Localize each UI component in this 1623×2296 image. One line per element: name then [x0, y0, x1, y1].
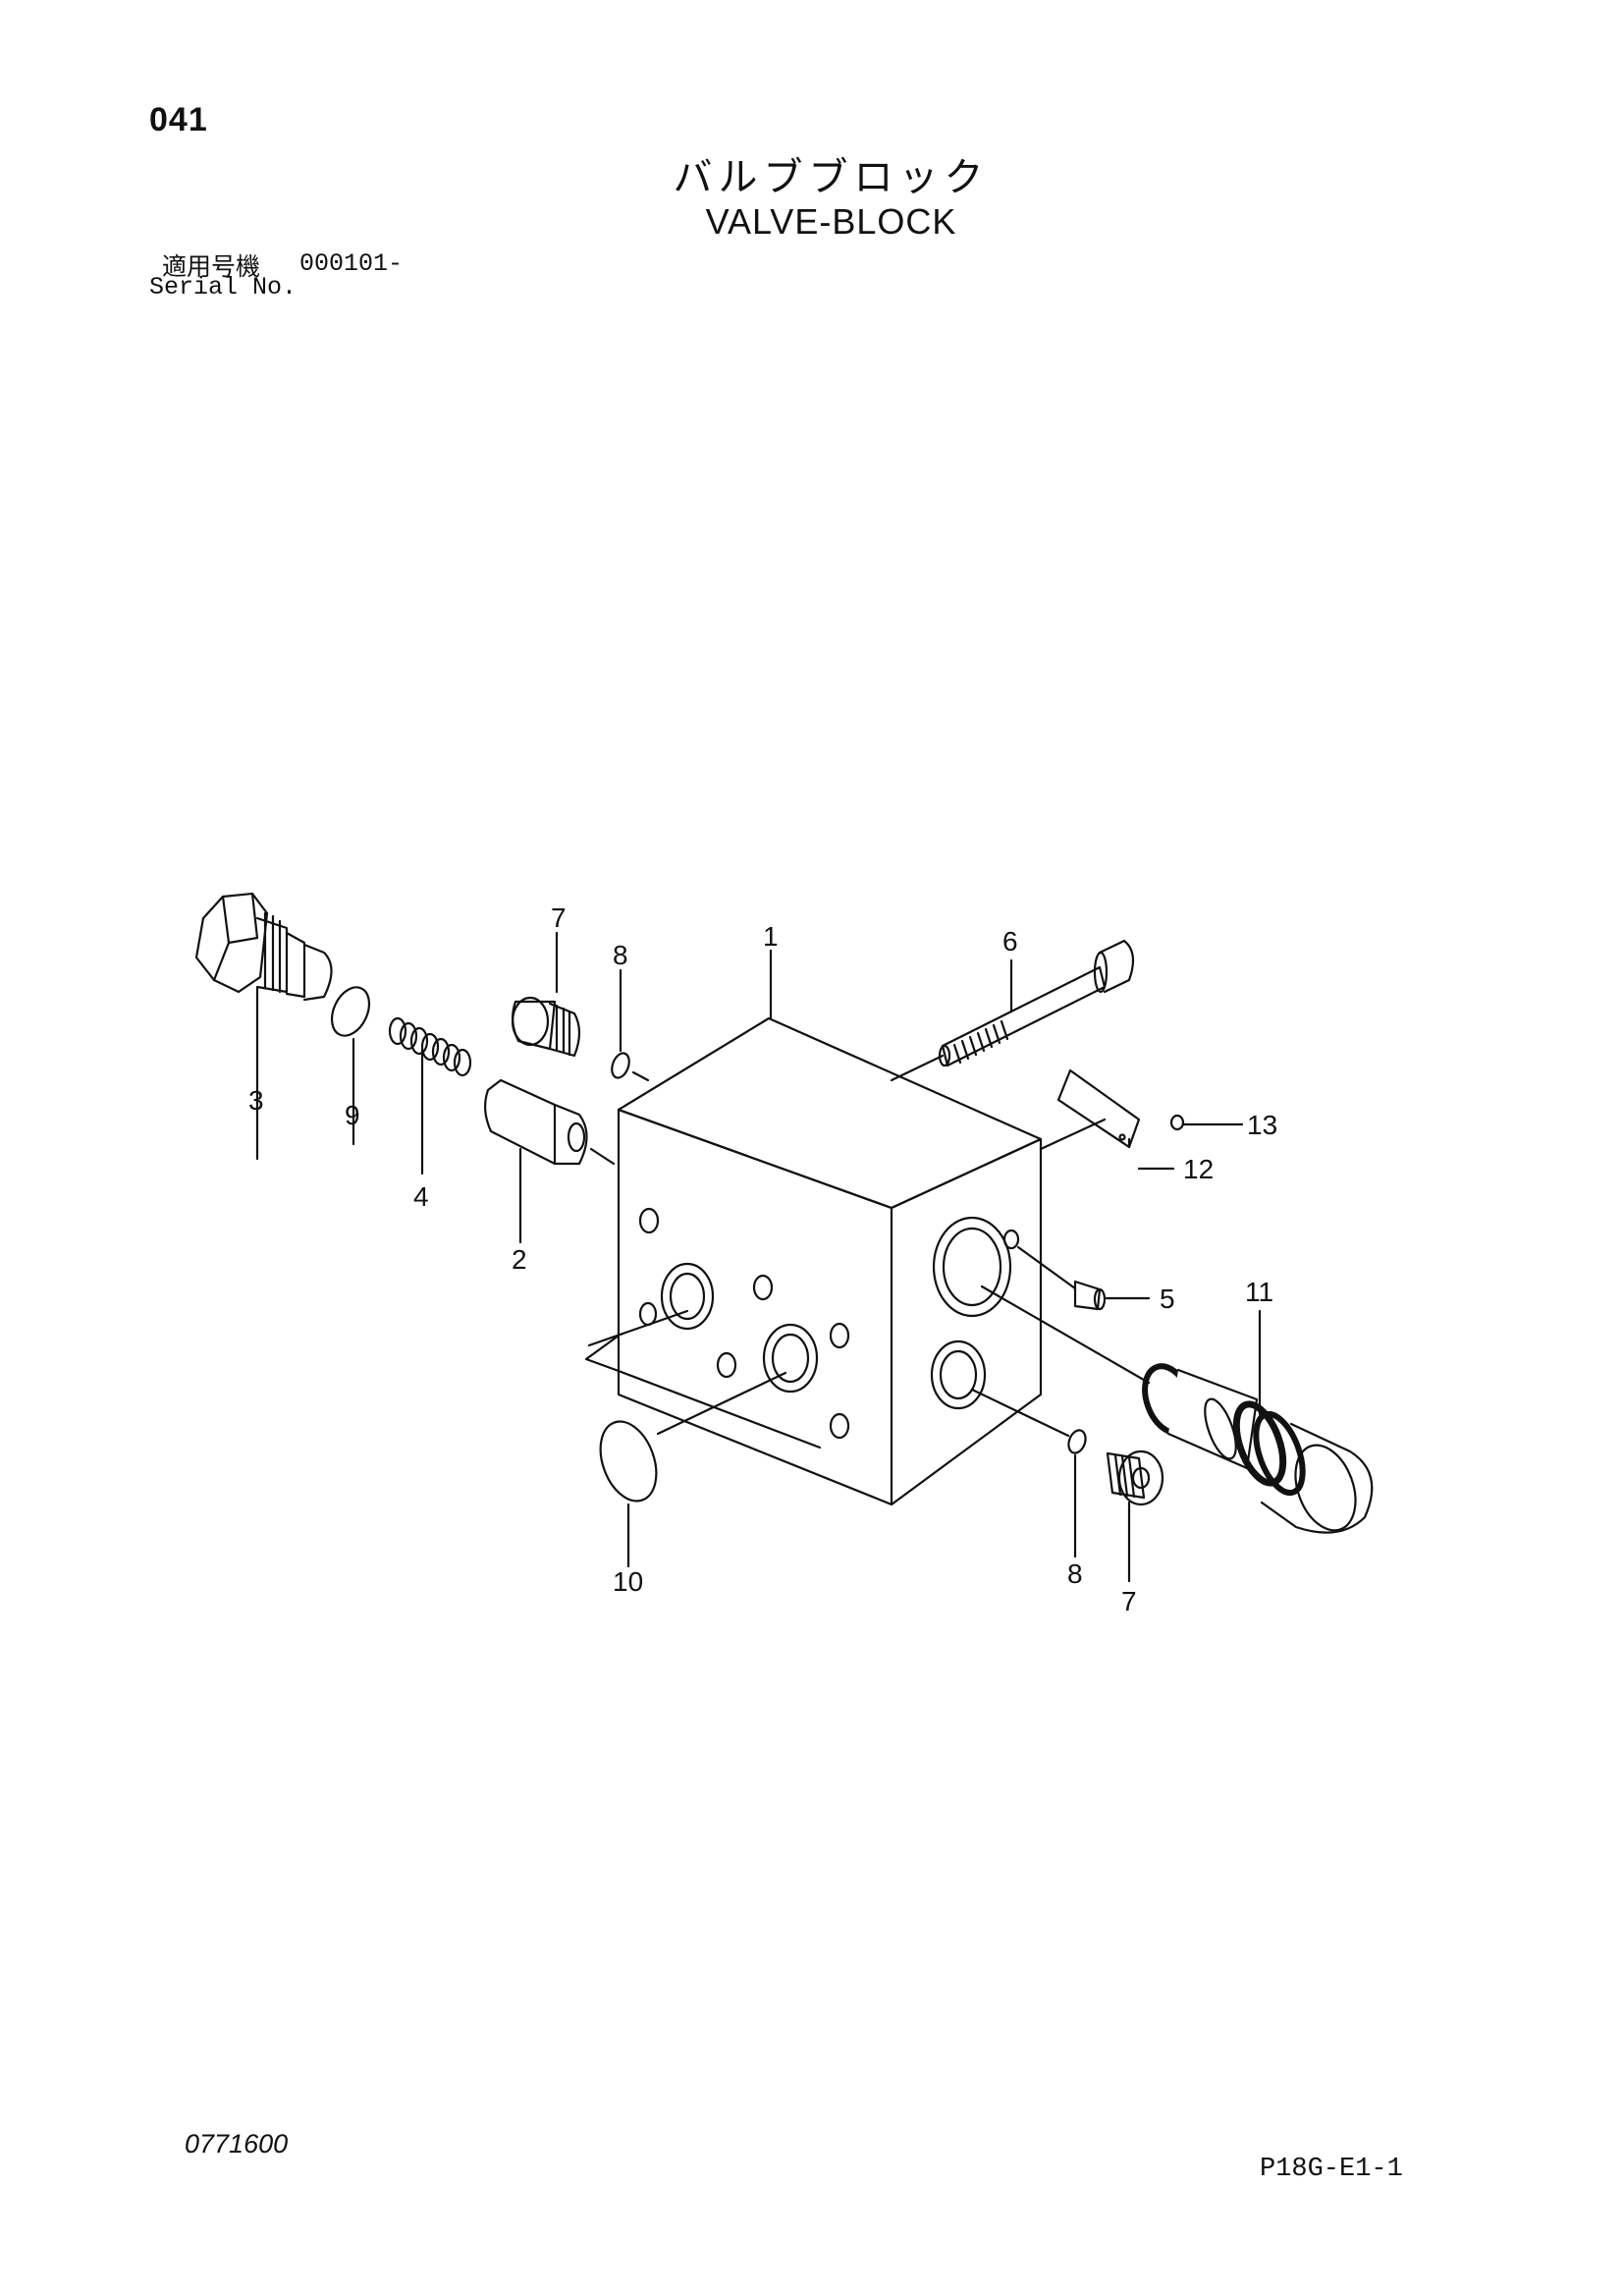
part-7-plug-top	[511, 931, 581, 1058]
part-13-screw	[1169, 1114, 1244, 1131]
part-7-plug-bottom	[1106, 1449, 1164, 1583]
sheet-code: P18G-E1-1	[1260, 2155, 1403, 2184]
callout-9: 9	[345, 1100, 360, 1130]
title-english: VALVE-BLOCK	[705, 201, 957, 242]
callout-7-top: 7	[551, 902, 567, 933]
callout-1: 1	[763, 921, 779, 952]
drawing-code: 0771600	[185, 2129, 289, 2159]
part-9-o-ring	[330, 986, 371, 1146]
part-4-spring	[388, 1016, 472, 1175]
serial-code: 000101-	[299, 249, 404, 278]
part-5-plug	[1016, 1245, 1151, 1311]
part-12-plate	[1039, 1068, 1175, 1171]
part-3-plug	[194, 892, 333, 1161]
callout-6: 6	[1002, 926, 1018, 957]
callout-10: 10	[613, 1566, 643, 1597]
callout-labels: 1 2 3 4 5 6 7 8 9 10 11 12 13 8 7	[248, 902, 1277, 1616]
callout-2: 2	[512, 1244, 527, 1275]
callout-3: 3	[248, 1085, 264, 1116]
callout-11: 11	[1245, 1277, 1273, 1307]
callout-5: 5	[1160, 1284, 1175, 1314]
callout-8-top: 8	[613, 940, 628, 970]
part-1-valve-block-body	[584, 1016, 1043, 1506]
callout-4: 4	[413, 1181, 429, 1212]
part-8-o-ring-bottom	[970, 1388, 1087, 1558]
part-6-bolt	[890, 939, 1135, 1082]
callout-8-bottom: 8	[1067, 1558, 1083, 1589]
page-number: 041	[149, 101, 208, 138]
callout-12: 12	[1183, 1154, 1214, 1184]
part-11-cartridge-valve	[980, 1285, 1374, 1534]
title-japanese: バルブブロック	[673, 155, 990, 200]
part-8-o-ring-top	[611, 968, 650, 1082]
part-2-poppet	[484, 1078, 616, 1244]
callout-7-bottom: 7	[1121, 1586, 1137, 1616]
serial-label-english: Serial No.	[149, 273, 298, 301]
serial-label-japanese: 適用号機	[162, 252, 261, 281]
part-10-o-ring-large	[587, 1309, 787, 1568]
callout-13: 13	[1247, 1110, 1277, 1140]
